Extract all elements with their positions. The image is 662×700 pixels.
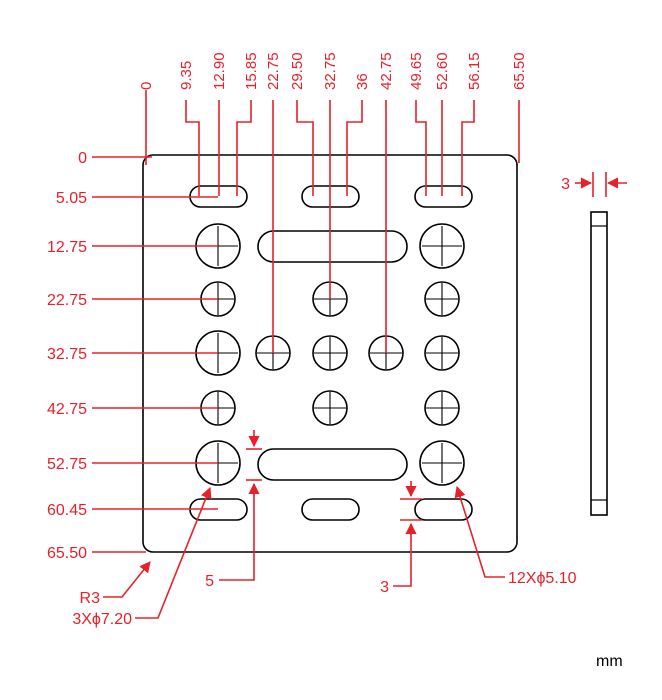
slot-width-label: 5 (205, 573, 214, 590)
unit-label: mm (596, 653, 623, 670)
top-dim-label: 36 (354, 73, 371, 90)
top-dim-label: 0 (138, 82, 155, 90)
corner-radius-label: R3 (80, 590, 101, 607)
left-dim-label: 5.05 (56, 190, 87, 207)
top-dim-label: 22.75 (265, 52, 282, 90)
top-dim-label: 15.85 (243, 52, 260, 90)
left-dim-label: 65.50 (47, 545, 87, 562)
side-view (575, 172, 627, 516)
top-dim-label: 56.15 (466, 52, 483, 90)
top-dim-label: 49.65 (408, 52, 425, 90)
left-dimension-labels: 0 5.05 12.75 22.75 32.75 42.75 52.75 60.… (47, 150, 87, 562)
top-dimension-leaders (145, 90, 520, 353)
slot (301, 498, 360, 521)
slot-gap-label: 3 (380, 579, 389, 596)
small-hole (424, 281, 460, 317)
thickness-label: 3 (561, 176, 570, 193)
top-dim-label: 42.75 (378, 52, 395, 90)
large-hole (419, 223, 465, 269)
slot (414, 185, 473, 208)
left-dim-label: 32.75 (47, 346, 87, 363)
small-hole (312, 390, 348, 426)
left-dim-label: 52.75 (47, 456, 87, 473)
callout-leaders (103, 430, 505, 619)
top-dimension-labels: 0 9.35 12.90 15.85 22.75 29.50 32.75 36 … (138, 52, 528, 90)
large-hole-callout-label: 3Xϕ7.20 (72, 611, 132, 628)
slot (257, 230, 408, 263)
top-dim-label: 12.90 (211, 52, 228, 90)
small-hole (312, 335, 348, 371)
top-dim-label: 52.60 (434, 52, 451, 90)
slot (257, 448, 408, 481)
small-hole (424, 390, 460, 426)
large-hole (419, 440, 465, 486)
top-dim-label: 32.75 (322, 52, 339, 90)
left-dim-label: 12.75 (47, 239, 87, 256)
small-hole-callout-label: 12Xϕ5.10 (508, 570, 577, 587)
left-dim-label: 22.75 (47, 292, 87, 309)
top-dim-label: 9.35 (178, 61, 195, 90)
small-hole (424, 335, 460, 371)
left-dim-label: 42.75 (47, 401, 87, 418)
left-dimension-leaders (92, 156, 218, 553)
left-dim-label: 60.45 (47, 502, 87, 519)
top-dim-label: 29.50 (289, 52, 306, 90)
slot (414, 498, 473, 521)
top-dim-label: 65.50 (511, 52, 528, 90)
left-dim-label: 0 (78, 150, 87, 167)
